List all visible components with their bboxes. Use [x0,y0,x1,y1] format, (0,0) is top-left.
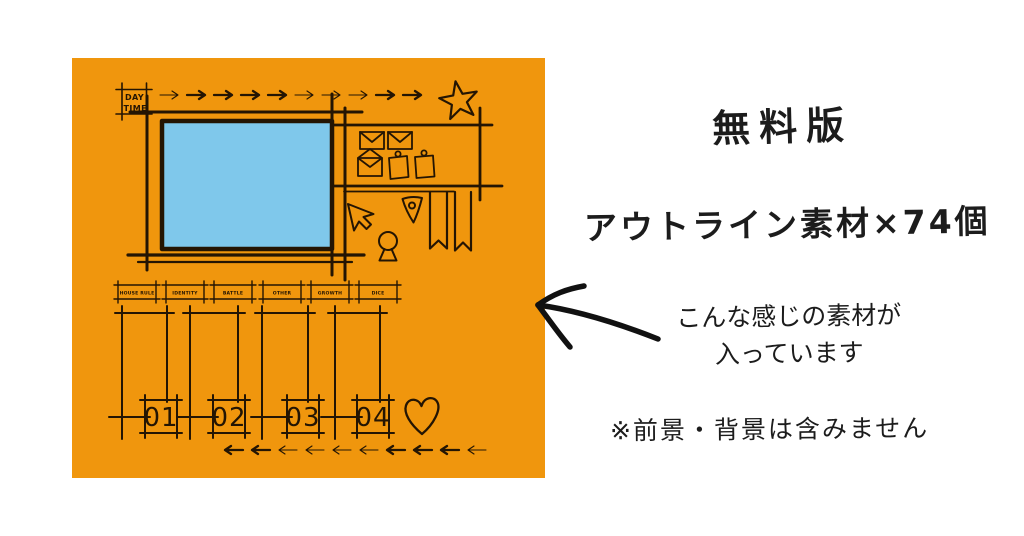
bookmark-number: 01 [143,403,178,433]
category-label: OTHER [273,290,292,296]
bookmark-frames [108,305,395,440]
materials-count-subtitle: アウトライン素材×74個 [583,201,991,248]
free-version-title: 無料版 [711,103,854,151]
bookmark-number: 03 [285,403,320,433]
map-pin-icon [401,195,423,224]
ribbon-icon [428,190,473,252]
category-label-row [113,280,402,304]
category-label: HOUSE RULE [120,290,155,296]
envelope-icon [359,131,413,150]
bookmark-number: 04 [355,403,390,433]
stamp-line2: TIME [124,104,147,113]
bookmark-number: 02 [211,403,246,433]
left-arrow-row-icon [223,444,487,456]
photo-frame [126,92,366,282]
open-envelope-icon [357,148,383,177]
sample-sheet-panel: DAY TIME [72,58,545,478]
pointer-arrow-icon [535,283,661,350]
caption-line2: 入っています [714,337,864,370]
right-arrow-row-icon [159,89,423,101]
caption-text: こんな感じの素材が 入っています [635,296,942,374]
disclaimer-text: ※前景・背景は含みません [609,413,930,446]
category-label: IDENTITY [172,290,198,296]
sticky-note-icon [388,149,436,180]
star-icon [438,80,478,121]
category-label: GROWTH [318,290,342,296]
attachment-panel [332,106,504,202]
cursor-icon [347,203,375,232]
keyhole-icon [378,231,398,262]
stamp-line1: DAY [125,93,144,102]
heart-icon [404,397,440,436]
category-label: DICE [372,290,385,296]
outline-materials-art: DAY TIME [108,80,504,456]
caption-line1: こんな感じの素材が [676,300,902,333]
category-label: BATTLE [223,290,243,296]
day-time-stamp [115,82,153,121]
